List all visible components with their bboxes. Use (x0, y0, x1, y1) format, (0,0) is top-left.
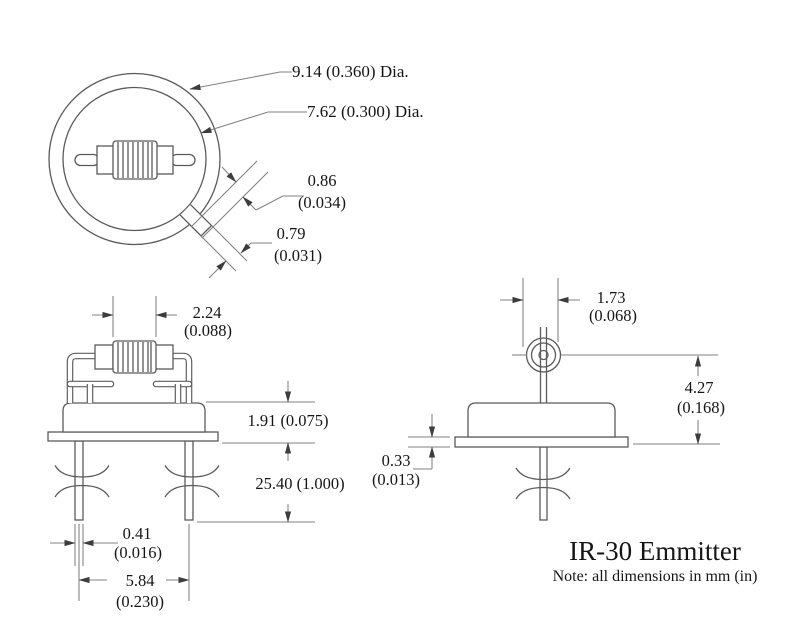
front-coil (94, 340, 174, 374)
emitter-height-mm: 4.27 (685, 378, 714, 397)
lead-length-dim: 25.40 (1.000) (197, 474, 345, 523)
tab-width-dim: 0.79 (0.031) (200, 224, 322, 279)
lead-spacing-in: (0.230) (116, 592, 164, 611)
front-view: 2.24 (0.088) 1.91 (0.075) 25.40 (1.000) … (47, 296, 345, 611)
front-lead-right (184, 440, 194, 521)
flange-thickness-in: (0.013) (372, 470, 420, 489)
coil-od-mm: 1.73 (597, 288, 626, 307)
side-flange (454, 436, 629, 448)
tab-protrusion-mm: 0.86 (308, 171, 337, 190)
cap-height-dim: 1.91 (0.075) (206, 381, 329, 461)
lead-diameter-dim: 0.41 (0.016) (50, 524, 162, 601)
coil-lead-stub-right (170, 153, 196, 167)
front-coil-cap-right (154, 344, 174, 370)
lead-length-label: 25.40 (1.000) (255, 474, 344, 493)
tab-protrusion-dim: 0.86 (0.034) (190, 160, 346, 239)
coil-width-dim: 2.24 (0.088) (92, 296, 232, 340)
side-view: 1.73 (0.068) 4.27 (0.168) 0.33 (0.013) (372, 278, 725, 521)
title-block: IR-30 Emmitter Note: all dimensions in m… (553, 536, 758, 585)
index-tab-fill (180, 204, 212, 236)
flange-thickness-dim: 0.33 (0.013) (372, 414, 450, 489)
front-lead-left (74, 440, 84, 521)
index-tab (179, 204, 213, 237)
side-coil-end-view (525, 337, 562, 373)
lead-diameter-in: (0.016) (114, 543, 162, 562)
coil-od-in: (0.068) (589, 306, 637, 325)
top-view-outer-circle (48, 72, 221, 246)
coil-ribs (117, 142, 153, 178)
coil-lead-stub-left (74, 153, 100, 167)
front-support-wires (66, 352, 193, 403)
coil-rib-body (112, 140, 158, 180)
side-can-body (467, 402, 616, 438)
coil-od-dim: 1.73 (0.068) (500, 278, 637, 347)
top-view: 9.14 (0.360) Dia. 7.62 (0.300) Dia. 0.86… (48, 62, 424, 279)
inner-dia-leader (200, 111, 307, 134)
tab-width-in: (0.031) (274, 246, 322, 265)
front-coil-ribs (117, 342, 152, 372)
emitter-height-dim: 4.27 (0.168) (512, 354, 725, 445)
tab-width-mm: 0.79 (277, 224, 306, 243)
front-can-body (62, 402, 206, 433)
inner-dia-label: 7.62 (0.300) Dia. (307, 102, 424, 121)
lead-spacing-dim: 5.84 (0.230) (78, 524, 190, 611)
coil-cap-left (96, 145, 116, 175)
top-view-coil (74, 140, 196, 180)
flange-thickness-mm: 0.33 (382, 451, 411, 470)
front-coil-cap-left (94, 344, 114, 370)
outer-dia-leader (189, 71, 292, 91)
front-coil-rib-body (112, 340, 157, 374)
side-lead-break-symbols (515, 467, 571, 500)
front-flange (47, 431, 219, 442)
outer-dia-label: 9.14 (0.360) Dia. (292, 62, 409, 81)
lead-spacing-mm: 5.84 (126, 571, 155, 590)
coil-width-mm: 2.24 (193, 303, 222, 322)
side-lead (539, 446, 548, 521)
drawing-note: Note: all dimensions in mm (in) (553, 568, 758, 585)
lead-break-symbols (54, 465, 220, 498)
coil-width-in: (0.088) (184, 321, 232, 340)
emitter-height-in: (0.168) (677, 398, 725, 417)
top-view-inner-circle (62, 86, 207, 232)
cap-height-label: 1.91 (0.075) (247, 411, 328, 430)
lead-diameter-mm: 0.41 (123, 524, 152, 543)
tab-protrusion-in: (0.034) (298, 193, 346, 212)
drawing-title: IR-30 Emmitter (569, 536, 741, 566)
coil-cap-right (154, 145, 174, 175)
